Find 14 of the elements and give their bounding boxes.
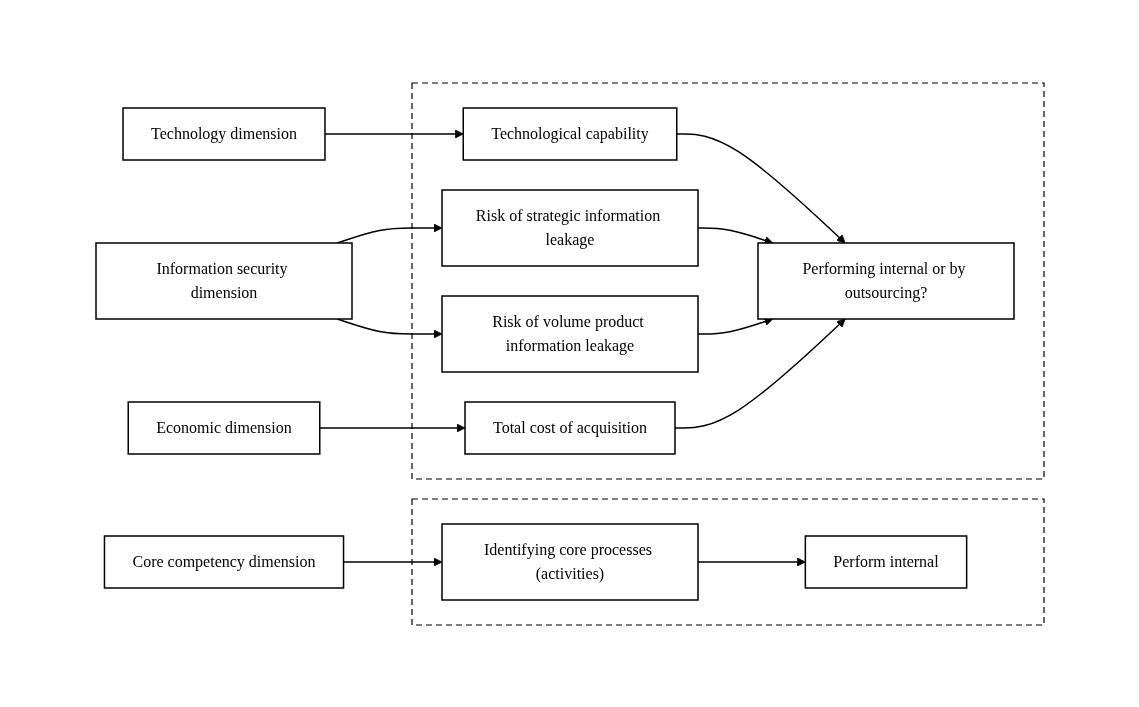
cluster xyxy=(410,497,1045,626)
cluster xyxy=(410,81,1045,480)
node-box: Core competency dimension xyxy=(103,534,344,589)
node-box: Risk of strategic information leakage xyxy=(440,188,699,267)
node-box: Performing internal or by outsourcing? xyxy=(756,241,1015,320)
node-box: Perform internal xyxy=(804,534,967,589)
node-box: Information security dimension xyxy=(94,241,353,320)
node-box: Identifying core processes (activities) xyxy=(440,522,699,601)
node-box: Risk of volume product information leakage xyxy=(440,294,699,373)
node-box: Technological capability xyxy=(462,106,677,161)
arrow xyxy=(336,317,442,338)
node-box: Economic dimension xyxy=(127,400,320,455)
node-box: Technology dimension xyxy=(121,106,326,161)
node-box: Total cost of acquisition xyxy=(463,400,676,455)
